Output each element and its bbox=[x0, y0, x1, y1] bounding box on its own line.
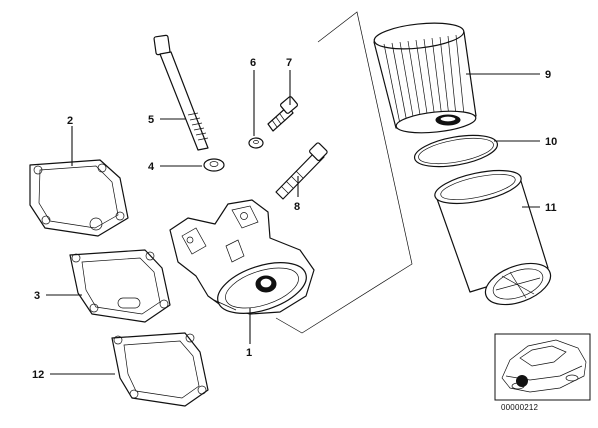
part-6-small-washer bbox=[248, 137, 264, 149]
part-4-washer bbox=[203, 158, 225, 172]
callout-11: 11 bbox=[545, 202, 557, 214]
callout-2: 2 bbox=[67, 115, 73, 127]
part-8-stud-bolt bbox=[275, 142, 328, 200]
callout-labels: 2 3 4 5 6 7 8 9 10 11 1 12 bbox=[32, 57, 557, 381]
part-1-filter-housing bbox=[169, 199, 315, 315]
callout-1: 1 bbox=[246, 347, 252, 359]
part-5-long-bolt bbox=[153, 34, 209, 151]
part-12-gasket bbox=[111, 332, 209, 407]
callout-4: 4 bbox=[148, 161, 155, 173]
location-marker-icon bbox=[516, 375, 528, 387]
callout-3: 3 bbox=[34, 290, 40, 302]
assembly-bracket-outline bbox=[275, 11, 413, 334]
leader-lines bbox=[46, 70, 540, 375]
callout-7: 7 bbox=[286, 57, 292, 69]
callout-6: 6 bbox=[250, 57, 256, 69]
part-3-gasket bbox=[69, 249, 171, 323]
vehicle-location-inset bbox=[494, 333, 591, 401]
callout-9: 9 bbox=[545, 69, 551, 81]
callout-12: 12 bbox=[32, 369, 44, 381]
part-10-o-ring bbox=[413, 134, 499, 168]
part-11-filter-cover bbox=[434, 169, 552, 306]
diagram-reference-code: 00000212 bbox=[501, 403, 539, 412]
callout-10: 10 bbox=[545, 136, 557, 148]
part-7-short-screw bbox=[267, 96, 299, 132]
part-9-filter-element bbox=[373, 22, 477, 134]
callout-8: 8 bbox=[294, 201, 300, 213]
part-2-gasket bbox=[29, 159, 129, 237]
callout-5: 5 bbox=[148, 114, 154, 126]
